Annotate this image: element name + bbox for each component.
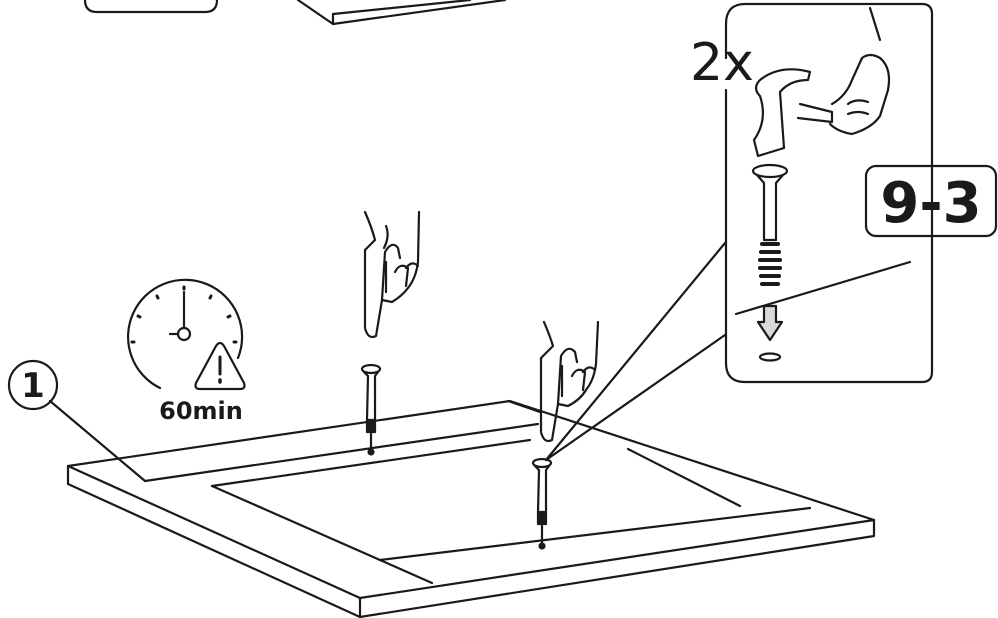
detail-leader-lines [544, 241, 727, 462]
hand-pointing-icon [539, 320, 600, 443]
part-code-box [864, 164, 998, 238]
detail-panel [724, 2, 934, 384]
clock-icon [127, 278, 244, 390]
part-reference-callout [7, 359, 147, 483]
wait-time-label: 60min [159, 397, 243, 425]
warning-icon [194, 341, 246, 391]
count-label: 2x [690, 33, 754, 93]
hole-mark [758, 352, 782, 362]
screw-icon [531, 457, 553, 550]
arrow-down-icon [756, 304, 784, 342]
surface-line [734, 260, 912, 316]
hammer-icon [752, 6, 891, 158]
hand-pointing-icon [363, 210, 421, 339]
part-code-label: 9-3 [880, 171, 981, 236]
top-panel-fragment [83, 0, 507, 26]
frame-panel [66, 399, 876, 618]
part-ref-number: 1 [21, 366, 45, 406]
screw-icon [360, 363, 382, 456]
screw-icon [751, 163, 789, 286]
